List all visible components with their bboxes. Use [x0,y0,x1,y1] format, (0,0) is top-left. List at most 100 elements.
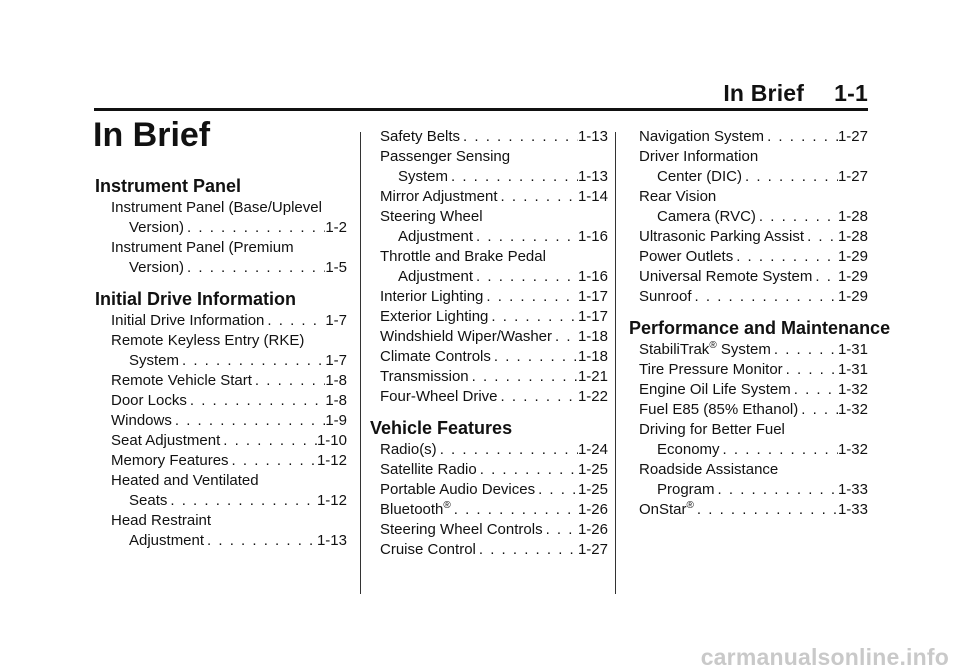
toc-entry[interactable]: Transmission 1-21 [380,367,608,387]
toc-entry[interactable]: Driver Information Center (DIC)1-27 [639,147,868,187]
entry-title-cont: System [129,352,180,369]
toc-entry[interactable]: Remote Keyless Entry (RKE) System1-7 [95,331,347,371]
toc-entry[interactable]: Four-Wheel Drive1-22 [380,387,608,407]
toc-entry[interactable]: Portable Audio Devices1-25 [380,480,608,500]
leader-dots [771,340,838,360]
toc-entry[interactable]: Satellite Radio1-25 [380,460,608,480]
entry-page: 1-16 [577,228,608,245]
entry-title: Universal Remote System [639,268,813,285]
leader-dots [715,480,838,500]
entry-title-cont: Version) [129,259,185,276]
entry-page: 1-13 [577,168,608,185]
leader-dots [204,531,317,551]
toc-entry[interactable]: Climate Controls1-18 [380,347,608,367]
entry-title: Fuel E85 (85% Ethanol) [639,401,799,418]
toc-entry[interactable]: Instrument Panel (Base/Uplevel Version)1… [95,198,347,238]
entry-page: 1-21 [577,368,608,385]
toc-entry[interactable]: Universal Remote System 1-29 [639,267,868,287]
toc-entry[interactable]: Interior Lighting1-17 [380,287,608,307]
toc-entry[interactable]: Sunroof1-29 [639,287,868,307]
leader-dots [498,387,578,407]
leader-dots [460,127,578,147]
leader-dots [543,520,578,540]
toc-entry[interactable]: Exterior Lighting1-17 [380,307,608,327]
toc-entry[interactable]: Safety Belts1-13 [380,127,608,147]
toc-entry[interactable]: StabiliTrak System1-31 [639,340,868,360]
toc-entry[interactable]: Seat Adjustment1-10 [95,431,347,451]
entry-title: Rear Vision [639,188,717,205]
entry-title: Bluetooth [380,500,451,520]
entry-page: 1-7 [325,312,347,329]
toc-entry[interactable]: Driving for Better Fuel Economy1-32 [639,420,868,460]
leader-dots [488,307,578,327]
entry-title: Portable Audio Devices [380,481,536,498]
entry-title: Seat Adjustment [111,432,221,449]
entry-title: Transmission [380,368,469,385]
toc-entry[interactable]: Navigation System1-27 [639,127,868,147]
entry-page: 1-18 [577,328,608,345]
entry-title: OnStar [639,500,694,520]
header-rule [94,108,868,111]
entry-page: 1-16 [577,268,608,285]
entry-page: 1-8 [325,392,347,409]
entry-page: 1-27 [577,541,608,558]
entry-page: 1-26 [577,521,608,538]
toc-entry[interactable]: Windshield Wiper/Washer1-18 [380,327,608,347]
toc-entry[interactable]: Remote Vehicle Start1-8 [95,371,347,391]
toc-entry[interactable]: Memory Features1-12 [95,451,347,471]
toc-entry[interactable]: Bluetooth1-26 [380,500,608,520]
registered-mark [687,500,694,511]
toc-entry[interactable]: Door Locks1-8 [95,391,347,411]
entry-title: Exterior Lighting [380,308,489,325]
toc-entry[interactable]: Head Restraint Adjustment1-13 [95,511,347,551]
entry-title-cont: Camera (RVC) [657,208,756,225]
entry-title-cont: Adjustment [398,268,474,285]
toc-entry[interactable]: Engine Oil Life System1-32 [639,380,868,400]
entry-title: Satellite Radio [380,461,477,478]
entry-title: Instrument Panel (Base/Uplevel [111,199,322,216]
entry-page: 1-32 [837,381,868,398]
toc-entry[interactable]: Radio(s)1-24 [380,440,608,460]
toc-entry[interactable]: Mirror Adjustment1-14 [380,187,608,207]
entry-title: Passenger Sensing [380,148,511,165]
toc-entry[interactable]: Throttle and Brake Pedal Adjustment 1-16 [380,247,608,287]
toc-entry[interactable]: Windows1-9 [95,411,347,431]
toc-entry[interactable]: Passenger Sensing System1-13 [380,147,608,187]
entry-page: 1-33 [837,481,868,498]
toc-entry[interactable]: Tire Pressure Monitor1-31 [639,360,868,380]
toc-entry[interactable]: OnStar1-33 [639,500,868,520]
toc-entry[interactable]: Cruise Control1-27 [380,540,608,560]
toc-entry[interactable]: Power Outlets1-29 [639,247,868,267]
entry-title: Steering Wheel [380,208,483,225]
toc-entry[interactable]: Steering Wheel Controls1-26 [380,520,608,540]
entry-title: Climate Controls [380,348,491,365]
entry-page: 1-29 [837,268,868,285]
entry-title: Initial Drive Information [111,312,265,329]
entry-page: 1-28 [837,228,868,245]
leader-dots [451,500,578,520]
toc-entry[interactable]: Rear Vision Camera (RVC)1-28 [639,187,868,227]
toc-entry[interactable]: Instrument Panel (Premium Version)1-5 [95,238,347,278]
toc-entry[interactable]: Initial Drive Information 1-7 [95,311,347,331]
toc-entry[interactable]: Steering Wheel Adjustment1-16 [380,207,608,247]
toc-entry[interactable]: Fuel E85 (85% Ethanol)1-32 [639,400,868,420]
entry-title: Sunroof [639,288,692,305]
toc-entry[interactable]: Heated and Ventilated Seats1-12 [95,471,347,511]
toc-entry[interactable]: Ultrasonic Parking Assist1-28 [639,227,868,247]
entry-title-cont: Program [657,481,715,498]
leader-dots [483,287,578,307]
entry-title: Heated and Ventilated [111,472,259,489]
leader-dots [733,247,838,267]
entry-page: 1-14 [577,188,608,205]
entry-page: 1-13 [577,128,608,145]
entry-title: Roadside Assistance [639,461,779,478]
entry-page: 1-31 [837,341,868,358]
leader-dots [220,431,317,451]
entry-title: Throttle and Brake Pedal [380,248,546,265]
leader-dots [804,227,838,247]
section-heading: Initial Drive Information [95,289,297,309]
toc-entry[interactable]: Roadside Assistance Program 1-33 [639,460,868,500]
registered-mark [443,500,450,511]
entry-title-cont: Version) [129,219,185,236]
leader-dots [498,187,578,207]
